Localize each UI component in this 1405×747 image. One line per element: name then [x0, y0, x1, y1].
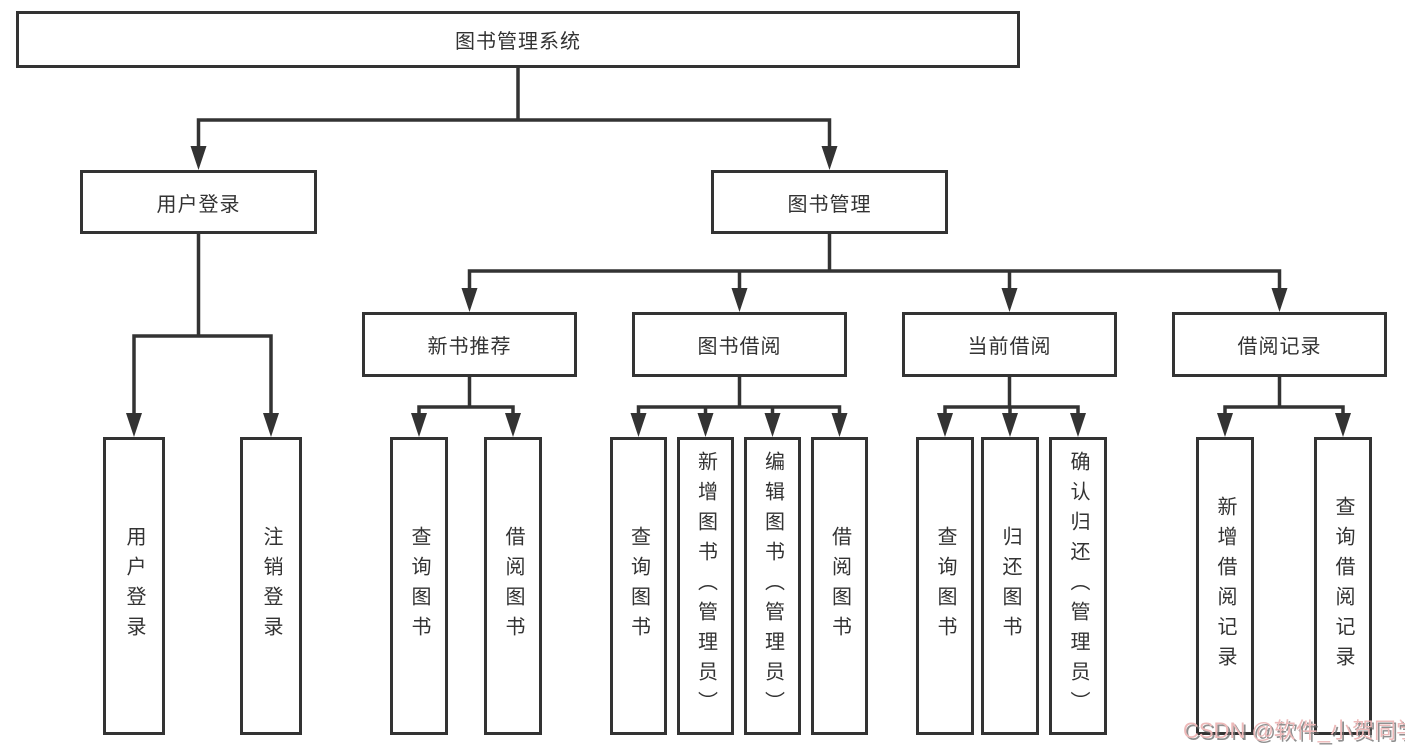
- node-label: 图书管理系统: [455, 31, 581, 53]
- node-label: 借阅图书: [502, 526, 524, 646]
- node-confirm-return-admin: 确认归还（管理员）: [1049, 437, 1107, 735]
- node-label: 当前借阅: [967, 336, 1052, 358]
- watermark-text: CSDN @软件_小贺同学: [1183, 718, 1405, 743]
- node-borrow-books-leaf: 借阅图书: [811, 437, 868, 735]
- node-label: 新增图书（管理员）: [694, 451, 717, 721]
- node-return-books: 归还图书: [981, 437, 1039, 735]
- node-new-book-recommend: 新书推荐: [362, 312, 577, 377]
- node-label: 用户登录: [123, 526, 145, 646]
- node-logout-leaf: 注销登录: [240, 437, 302, 735]
- node-add-book-admin: 新增图书（管理员）: [677, 437, 734, 735]
- node-label: 查询图书: [408, 526, 430, 646]
- node-label: 编辑图书（管理员）: [761, 451, 784, 721]
- node-add-borrow-record: 新增借阅记录: [1196, 437, 1254, 735]
- node-label: 确认归还（管理员）: [1067, 451, 1089, 721]
- node-label: 查询借阅记录: [1332, 496, 1354, 676]
- node-user-login: 用户登录: [80, 170, 317, 234]
- node-edit-book-admin: 编辑图书（管理员）: [744, 437, 801, 735]
- node-label: 图书管理: [787, 193, 872, 216]
- node-label: 新增借阅记录: [1214, 496, 1236, 676]
- node-library-management-system: 图书管理系统: [16, 11, 1020, 68]
- node-user-login-leaf: 用户登录: [103, 437, 165, 735]
- node-label: 查询图书: [934, 526, 956, 646]
- node-label: 图书借阅: [697, 336, 782, 358]
- node-label: 注销登录: [260, 526, 282, 646]
- node-book-management: 图书管理: [711, 170, 948, 234]
- node-label: 借阅记录: [1237, 336, 1322, 358]
- node-query-books-recommend: 查询图书: [390, 437, 448, 735]
- node-label: 归还图书: [999, 526, 1021, 646]
- node-label: 用户登录: [156, 193, 241, 216]
- node-label: 查询图书: [627, 526, 650, 646]
- node-book-borrow: 图书借阅: [632, 312, 847, 377]
- node-query-books-current: 查询图书: [916, 437, 974, 735]
- node-label: 新书推荐: [427, 336, 512, 358]
- node-borrow-books-recommend: 借阅图书: [484, 437, 542, 735]
- node-label: 借阅图书: [828, 526, 851, 646]
- node-current-borrow: 当前借阅: [902, 312, 1117, 377]
- node-borrow-records: 借阅记录: [1172, 312, 1387, 377]
- node-query-borrow-record: 查询借阅记录: [1314, 437, 1372, 735]
- node-query-books-borrow: 查询图书: [610, 437, 667, 735]
